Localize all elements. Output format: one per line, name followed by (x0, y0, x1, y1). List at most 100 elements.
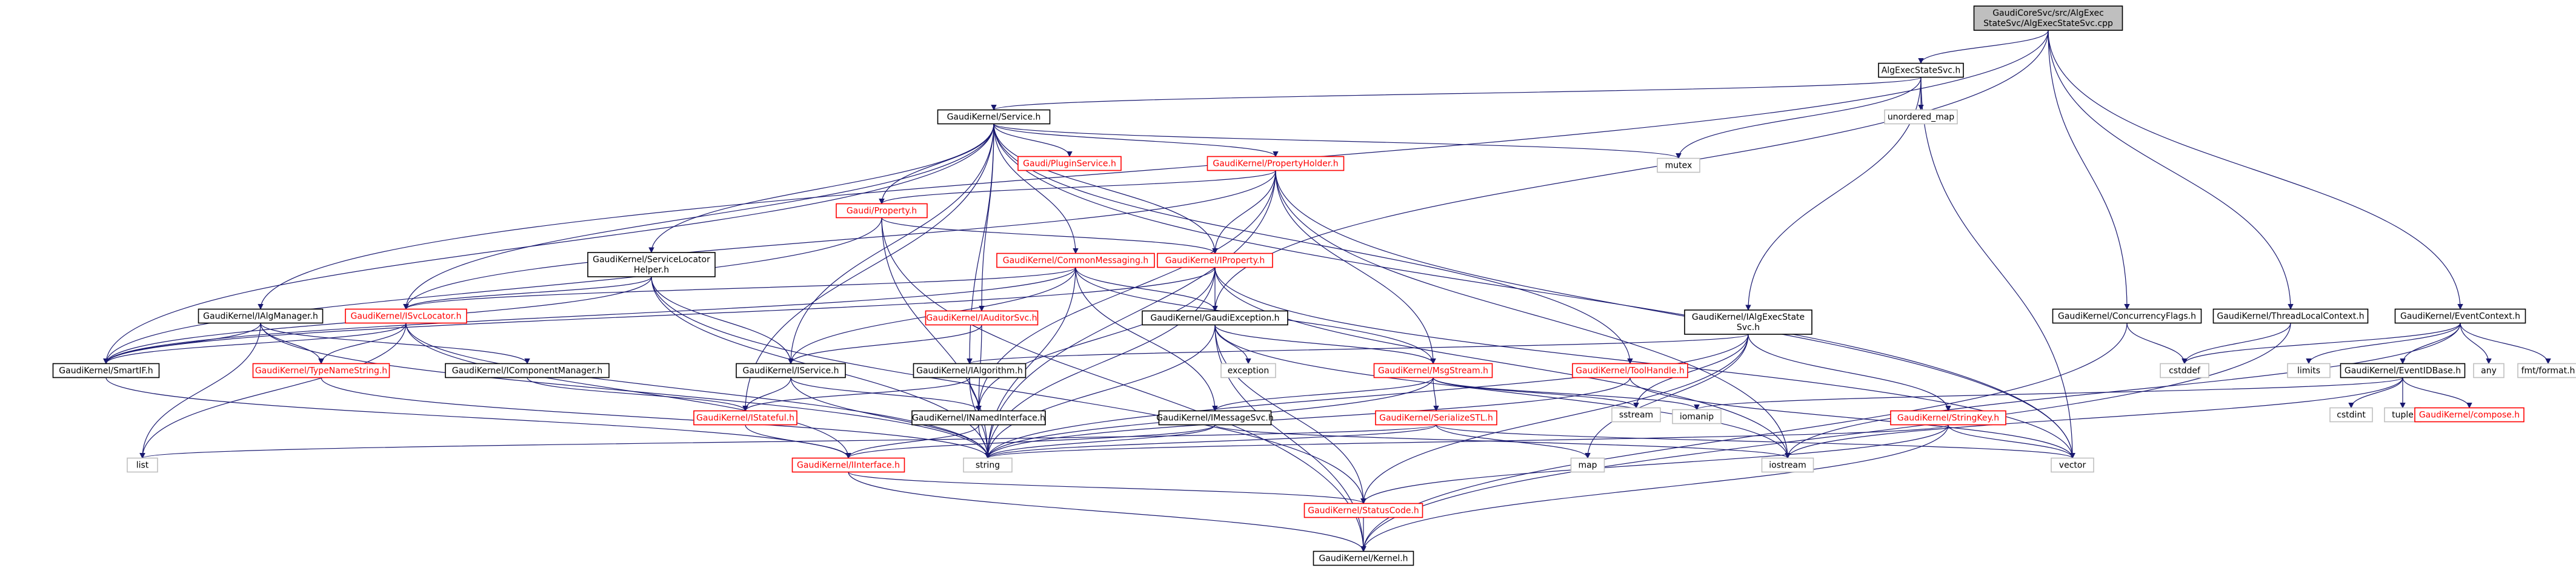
node-any: any (2473, 363, 2504, 378)
node-label: GaudiKernel/TypeNameString.h (255, 366, 387, 376)
edge-Service_h-to-ServiceLocatorHelper_h (648, 124, 994, 253)
node-box (345, 308, 467, 324)
node-IProperty_h[interactable]: GaudiKernel/IProperty.h (1157, 253, 1273, 268)
node-ConcurrencyFlags_h[interactable]: GaudiKernel/ConcurrencyFlags.h (2052, 308, 2202, 324)
node-box (198, 308, 324, 324)
node-PluginService_h[interactable]: Gaudi/PluginService.h (1017, 156, 1122, 171)
node-box (2517, 363, 2576, 378)
node-IMessageSvc_h[interactable]: GaudiKernel/IMessageSvc.h (1156, 410, 1274, 426)
node-label: sstream (1619, 411, 1653, 420)
edge-EventContext_h-to-fmt_format_h (2460, 323, 2551, 365)
edge-ServiceLocatorHelper_h-to-ISvcLocator_h (403, 276, 652, 310)
node-label: GaudiKernel/IStateful.h (696, 414, 794, 423)
node-label: GaudiKernel/ConcurrencyFlags.h (2058, 312, 2196, 322)
edge-MsgStream_h-to-IMessageSvc_h (1212, 377, 1434, 412)
edge-root-to-ConcurrencyFlags_h (2048, 30, 2130, 310)
node-IAlgManager_h[interactable]: GaudiKernel/IAlgManager.h (198, 308, 324, 324)
node-root[interactable]: GaudiCoreSvc/src/AlgExecStateSvc/AlgExec… (1973, 5, 2123, 31)
node-EventIDBase_h[interactable]: GaudiKernel/EventIDBase.h (2340, 363, 2466, 378)
node-Kernel_h[interactable]: GaudiKernel/Kernel.h (1313, 550, 1414, 566)
edge-root-to-IAlgManager_h (258, 30, 2049, 310)
node-PropertyHolder_h[interactable]: GaudiKernel/PropertyHolder.h (1206, 156, 1345, 171)
edge-CommonMessaging_h-to-ISvcLocator_h (403, 267, 1076, 310)
node-box (587, 252, 716, 277)
node-list: list (127, 457, 158, 473)
node-Property_h[interactable]: Gaudi/Property.h (836, 203, 928, 219)
node-box (2160, 363, 2209, 378)
node-Service_h[interactable]: GaudiKernel/Service.h (937, 109, 1051, 125)
edge-StringKey_h-to-StatusCode_h (1360, 424, 1949, 504)
node-box (1672, 409, 1722, 424)
node-SerializeSTL_h[interactable]: GaudiKernel/SerializeSTL.h (1375, 410, 1497, 426)
node-MsgStream_h[interactable]: GaudiKernel/MsgStream.h (1373, 363, 1493, 378)
edge-GaudiException_h-to-MsgStream_h (1214, 325, 1436, 365)
node-label: GaudiKernel/Service.h (947, 113, 1041, 122)
edge-AlgExecStateSvc_h-to-vector (1920, 77, 2075, 459)
node-StatusCode_h[interactable]: GaudiKernel/StatusCode.h (1303, 503, 1423, 518)
node-IInterface_h[interactable]: GaudiKernel/IInterface.h (791, 457, 905, 473)
edge-IAlgExecStateSvc_h-to-sstream (1633, 334, 1749, 409)
node-label: GaudiKernel/StatusCode.h (1308, 506, 1419, 516)
edge-layer (103, 30, 2551, 552)
node-label: GaudiKernel/IInterface.h (797, 461, 900, 471)
edge-IProperty_h-to-iostream (1214, 267, 1791, 459)
node-IService_h[interactable]: GaudiKernel/IService.h (736, 363, 846, 378)
node-box (963, 457, 1013, 473)
node-sstream: sstream (1611, 407, 1661, 423)
node-GaudiException_h[interactable]: GaudiKernel/GaudiException.h (1142, 310, 1288, 326)
edge-IService_h-to-IStateful_h (742, 377, 791, 412)
node-label: mutex (1665, 161, 1692, 171)
node-IAuditorSvc_h[interactable]: GaudiKernel/IAuditorSvc.h (925, 310, 1039, 326)
node-box (2212, 308, 2369, 324)
edge-StringKey_h-to-vector (1948, 424, 2075, 459)
edge-EventContext_h-to-cstddef (2182, 323, 2461, 365)
edge-Service_h-to-SmartIF_h (103, 124, 994, 365)
node-EventContext_h[interactable]: GaudiKernel/EventContext.h (2394, 308, 2526, 324)
edge-IAlgExecStateSvc_h-to-string (985, 334, 1749, 459)
node-box (1017, 156, 1122, 171)
node-StringKey_h[interactable]: GaudiKernel/StringKey.h (1890, 410, 2006, 426)
edge-ServiceLocatorHelper_h-to-StatusCode_h (651, 276, 1366, 504)
edge-PropertyHolder_h-to-Property_h (879, 170, 1276, 205)
node-ThreadLocalContext_h[interactable]: GaudiKernel/ThreadLocalContext.h (2212, 308, 2369, 324)
node-limits: limits (2287, 363, 2331, 378)
node-box (1158, 410, 1272, 426)
node-compose_h[interactable]: GaudiKernel/compose.h (2414, 407, 2524, 423)
edge-IMessageSvc_h-to-iostream (1214, 424, 1791, 459)
node-unordered_map: unordered_map (1884, 109, 1958, 125)
node-label: tuple (2392, 411, 2414, 420)
edge-EventIDBase_h-to-cstdint (2348, 377, 2403, 409)
node-IComponentManager_h[interactable]: GaudiKernel/IComponentManager.h (445, 363, 610, 378)
edge-TypeNameString_h-to-string (321, 377, 991, 459)
node-ToolHandle_h[interactable]: GaudiKernel/ToolHandle.h (1572, 363, 1688, 378)
edge-ISvcLocator_h-to-TypeNameString_h (318, 323, 407, 365)
edge-PropertyHolder_h-to-vector (1275, 170, 2075, 459)
node-ISvcLocator_h[interactable]: GaudiKernel/ISvcLocator.h (345, 308, 467, 324)
edge-EventContext_h-to-limits (2306, 323, 2461, 365)
node-box (1657, 157, 1700, 173)
edge-GaudiException_h-to-StatusCode_h (1214, 325, 1366, 504)
node-box (836, 203, 928, 219)
node-label: GaudiKernel/GaudiException.h (1150, 314, 1279, 323)
node-label: GaudiKernel/IAlgExecState (1692, 312, 1805, 322)
edge-MsgStream_h-to-iomanip (1433, 377, 1700, 411)
edge-EventContext_h-to-EventIDBase_h (2400, 323, 2461, 365)
node-box (736, 363, 846, 378)
node-IAlgorithm_h[interactable]: GaudiKernel/IAlgorithm.h (913, 363, 1027, 378)
node-TypeNameString_h[interactable]: GaudiKernel/TypeNameString.h (252, 363, 390, 378)
node-label: cstdint (2337, 411, 2366, 420)
node-label: fmt/format.h (2521, 366, 2575, 376)
node-CommonMessaging_h[interactable]: GaudiKernel/CommonMessaging.h (996, 253, 1155, 268)
node-INamedInterface_h[interactable]: GaudiKernel/INamedInterface.h (911, 410, 1046, 426)
node-SmartIF_h[interactable]: GaudiKernel/SmartIF.h (52, 363, 160, 378)
node-map: map (1570, 457, 1605, 473)
node-box (791, 457, 905, 473)
node-IStateful_h[interactable]: GaudiKernel/IStateful.h (693, 410, 797, 426)
edge-PropertyHolder_h-to-ISvcLocator_h (403, 170, 1276, 310)
node-label: GaudiKernel/IProperty.h (1165, 256, 1265, 266)
edge-IAlgExecStateSvc_h-to-IAlgorithm_h (967, 334, 1749, 365)
edge-EventContext_h-to-iostream (1785, 323, 2461, 459)
node-AlgExecStateSvc_h[interactable]: AlgExecStateSvc.h (1878, 62, 1964, 78)
